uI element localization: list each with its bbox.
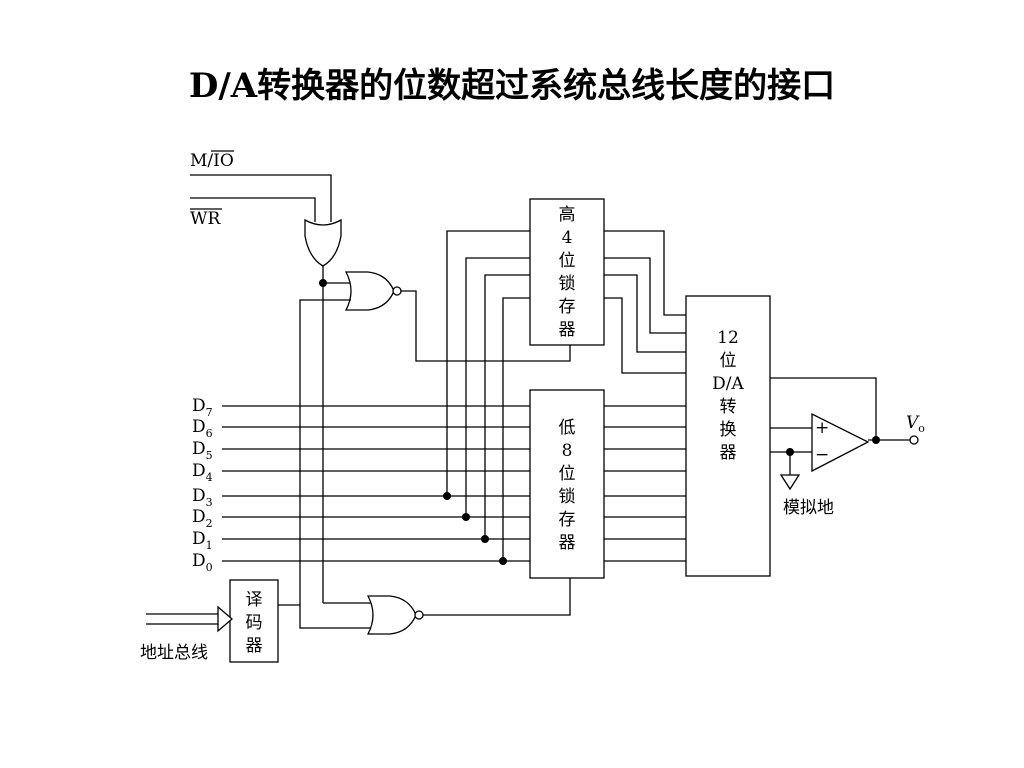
junction-d0 [499, 557, 507, 565]
opamp [811, 412, 870, 473]
decoder-label: 译码器 [246, 590, 263, 656]
decoder-char-0: 译 [246, 590, 263, 610]
output-terminal [909, 435, 919, 445]
high-latch-char-3: 锁 [559, 274, 576, 294]
dac-block [685, 295, 771, 577]
decoder-char-2: 器 [246, 636, 263, 656]
low-latch-char-2: 位 [559, 464, 576, 484]
high-latch-char-0: 高 [559, 205, 576, 225]
low-latch-char-0: 低 [559, 418, 576, 438]
vout-label: Vo [906, 413, 925, 435]
page-title: D/A转换器的位数超过系统总线长度的接口 [188, 66, 836, 106]
high-latch-char-4: 存 [559, 297, 576, 317]
high-latch-char-1: 4 [562, 228, 573, 248]
high-latch-char-2: 位 [559, 251, 576, 271]
junction-d2 [462, 513, 470, 521]
or-gate [304, 218, 342, 267]
high-in-d3 [446, 230, 530, 496]
decoder-block [229, 579, 279, 663]
wr-label: WR [190, 209, 221, 229]
dac-char-1: 位 [720, 351, 737, 371]
dac-char-2: D/A [712, 374, 744, 394]
junction-output [872, 436, 880, 444]
junction-d1 [481, 535, 489, 543]
nor-bubble-high [392, 286, 402, 296]
ground-symbol [779, 474, 801, 491]
nor1-input-b [299, 299, 351, 605]
feedback-wire [770, 377, 877, 440]
high-latch-block [529, 198, 605, 346]
mio-wire [190, 174, 332, 222]
high-out-2 [604, 257, 686, 334]
data-line-label-d1: D1 [192, 529, 213, 552]
low-latch-char-4: 存 [559, 510, 576, 530]
low-latch-enable-wire [423, 578, 571, 616]
high-latch-enable-wire [401, 290, 571, 362]
dac-char-3: 转 [720, 397, 737, 417]
address-bus-arrow [217, 605, 233, 633]
dac-label: 12 位 D/A 转换器 [712, 328, 744, 463]
data-line-label-d2: D2 [192, 507, 213, 530]
high-in-d1 [484, 274, 530, 539]
high-out-3 [604, 274, 686, 353]
data-line-label-d3: D3 [192, 486, 213, 509]
data-line-label-d0: D0 [192, 551, 213, 574]
dac-char-5: 器 [720, 443, 737, 463]
high-out-4 [604, 297, 686, 374]
low-latch-block [529, 389, 605, 579]
high-latch-char-5: 器 [559, 320, 576, 340]
opamp-minus: − [815, 445, 829, 465]
high-in-d0 [502, 297, 530, 561]
decoder-char-1: 码 [246, 613, 263, 633]
data-line-label-d6: D6 [192, 417, 213, 440]
low-latch-char-5: 器 [559, 533, 576, 553]
mio-label: M/IO [190, 151, 234, 171]
data-line-label-d7: D7 [192, 396, 213, 419]
nor-bubble-low [414, 610, 424, 620]
low-latch-char-3: 锁 [559, 487, 576, 507]
nor-gate-high [344, 271, 395, 311]
nor-gate-low [366, 595, 417, 635]
high-out-1 [604, 230, 686, 316]
junction-d3 [443, 492, 451, 500]
high-in-d2 [465, 257, 530, 517]
nor2-input-b [299, 605, 372, 629]
opamp-plus: + [815, 418, 829, 438]
ground-label: 模拟地 [783, 498, 834, 518]
address-bus-label: 地址总线 [140, 643, 208, 663]
dac-char-0: 12 [717, 328, 739, 348]
wr-wire [190, 197, 316, 222]
low-latch-char-1: 8 [562, 441, 573, 461]
data-line-label-d4: D4 [192, 461, 213, 484]
data-line-label-d5: D5 [192, 439, 213, 462]
dac-char-4: 换 [720, 420, 737, 440]
